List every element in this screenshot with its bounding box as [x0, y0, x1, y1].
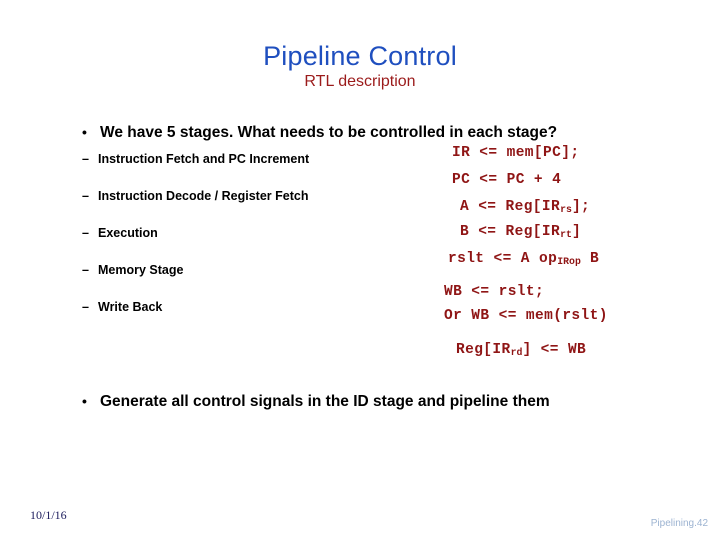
- rtl-code-text: Or WB <= mem(rslt): [444, 308, 608, 324]
- rtl-code-line: A <= Reg[IRrs];: [460, 200, 590, 215]
- bullet-item-generate: • Generate all control signals in the ID…: [82, 393, 657, 411]
- rtl-code-line: rslt <= A opIRop B: [448, 252, 599, 267]
- stage-label-execution: Execution: [98, 225, 158, 240]
- bullet-text-stages-question: We have 5 stages. What needs to be contr…: [100, 124, 558, 141]
- rtl-code-subscript: rs: [560, 204, 572, 216]
- rtl-code-line: B <= Reg[IRrt]: [460, 225, 581, 240]
- dash-marker-icon: –: [82, 188, 89, 203]
- list-item-stage-wb: – Write Back: [82, 300, 412, 337]
- stage-sub-list: – Instruction Fetch and PC Increment – I…: [82, 152, 412, 337]
- page-subtitle: RTL description: [304, 73, 416, 91]
- stage-label-write-back: Write Back: [98, 299, 163, 314]
- title-block: Pipeline Control RTL description: [0, 42, 720, 91]
- bullet-marker-icon: •: [82, 393, 87, 409]
- footer-note: Pipelining.42: [650, 518, 708, 529]
- rtl-code-line: PC <= PC + 4: [452, 173, 561, 188]
- list-item-stage-id: – Instruction Decode / Register Fetch: [82, 189, 412, 226]
- stage-label-instruction-decode: Instruction Decode / Register Fetch: [98, 188, 309, 203]
- bullet-row-generate: • Generate all control signals in the ID…: [82, 393, 657, 411]
- rtl-code-line: WB <= rslt;: [444, 285, 544, 300]
- rtl-code-text: IR <= mem[PC];: [452, 145, 580, 161]
- list-item-stage-ex: – Execution: [82, 226, 412, 263]
- rtl-code-line: Or WB <= mem(rslt): [444, 309, 608, 324]
- page-title: Pipeline Control: [263, 41, 457, 71]
- rtl-code-text: WB <= rslt;: [444, 284, 545, 300]
- rtl-code-text: B: [580, 251, 600, 267]
- rtl-code-text: ]: [571, 224, 582, 240]
- bullet-item-main: • We have 5 stages. What needs to be con…: [82, 124, 657, 142]
- bullet-list: • We have 5 stages. What needs to be con…: [82, 124, 657, 337]
- rtl-code-line: IR <= mem[PC];: [452, 146, 579, 161]
- rtl-code-text: A <= Reg[IR: [460, 199, 561, 215]
- bullet-marker-icon: •: [82, 124, 87, 140]
- rtl-code-text: Reg[IR: [456, 342, 511, 358]
- rtl-code-text: ];: [571, 199, 591, 215]
- rtl-code-text: ] <= WB: [522, 342, 587, 358]
- rtl-code-line: Reg[IRrd] <= WB: [456, 343, 586, 358]
- stage-label-memory-stage: Memory Stage: [98, 262, 184, 277]
- list-item-stage-if: – Instruction Fetch and PC Increment: [82, 152, 412, 189]
- list-item-stage-mem: – Memory Stage: [82, 263, 412, 300]
- rtl-code-subscript: IRop: [557, 256, 581, 268]
- rtl-code-subscript: rt: [560, 229, 572, 241]
- bullet-text-generate-control-signals: Generate all control signals in the ID s…: [100, 393, 550, 410]
- rtl-code-text: PC <= PC + 4: [452, 172, 562, 188]
- dash-marker-icon: –: [82, 262, 89, 277]
- rtl-code-subscript: rd: [510, 347, 523, 359]
- rtl-code-text: B <= Reg[IR: [460, 224, 561, 240]
- rtl-code-text: rslt <= A op: [448, 251, 558, 267]
- dash-marker-icon: –: [82, 225, 89, 240]
- footer-date: 10/1/16: [30, 508, 67, 522]
- dash-marker-icon: –: [82, 151, 89, 166]
- stage-label-instruction-fetch: Instruction Fetch and PC Increment: [98, 151, 310, 166]
- dash-marker-icon: –: [82, 299, 89, 314]
